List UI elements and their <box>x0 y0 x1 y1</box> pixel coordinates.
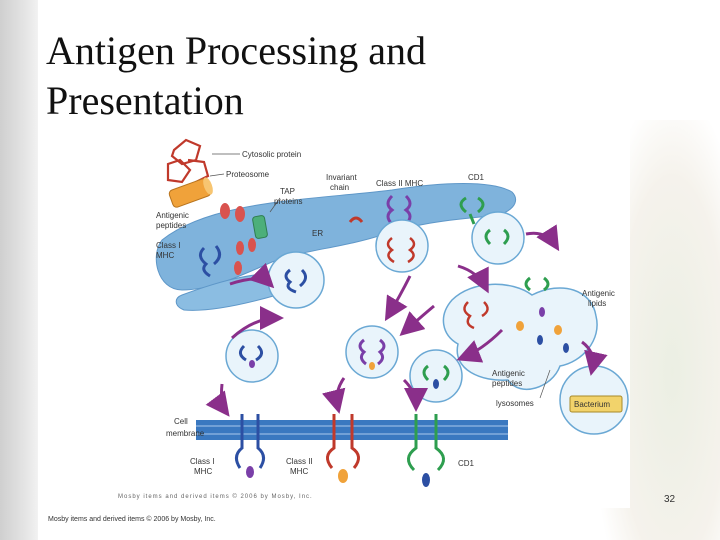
slide-footer: Mosby items and derived items © 2006 by … <box>48 516 216 523</box>
class1-mhc-vesicle <box>284 268 307 294</box>
cd1-vesicle <box>484 228 510 246</box>
class1-mhc-vesicle-2 <box>239 344 263 362</box>
lysosomes-label: lysosomes <box>496 399 534 408</box>
cytosolic-protein-icon <box>166 138 210 184</box>
invariant-chain-icon <box>348 216 364 223</box>
page-number: 32 <box>664 494 676 505</box>
cell-membrane-label-2: membrane <box>166 429 205 438</box>
endosome-cd1 <box>524 276 550 292</box>
er-label: ER <box>312 229 323 238</box>
class1-mhc-left-label-2: MHC <box>156 251 174 260</box>
class1-mhc-left-label-1: Class I <box>156 241 180 250</box>
antigenic-peptides-left-label-1: Antigenic <box>156 211 189 220</box>
antigenic-lipids-label-2: lipids <box>588 299 606 308</box>
antigenic-lipids-icon <box>516 307 569 353</box>
proteosome-label: Proteosome <box>226 170 270 179</box>
class2-mhc-top-label: Class II MHC <box>376 179 423 188</box>
class1-mhc-bottom-label-2: MHC <box>194 467 212 476</box>
invariant-chain-label-1: Invariant <box>326 173 357 182</box>
er-peptides-icon <box>234 238 256 275</box>
proteosome-icon <box>168 177 213 208</box>
cell-membrane-label-1: Cell <box>174 417 188 426</box>
process-arrows <box>205 224 608 417</box>
class2-mhc-molecule-top <box>386 194 412 226</box>
slide-title: Antigen Processing and Presentation <box>46 28 426 123</box>
bacterium-label: Bacterium <box>574 400 610 409</box>
class1-mhc-molecule-er <box>199 245 221 278</box>
tap-label-1: TAP <box>280 187 295 196</box>
cd1-molecule-top <box>459 196 485 225</box>
endosome-class2 <box>463 301 489 330</box>
antigenic-peptides-right-label-2: peptides <box>492 379 522 388</box>
cd1-vesicle-2 <box>422 364 450 382</box>
cytosolic-protein-label: Cytosolic protein <box>242 150 301 159</box>
class2-mhc-surface <box>326 414 360 469</box>
class1-mhc-bottom-label-1: Class I <box>190 457 214 466</box>
cd1-top-label: CD1 <box>468 173 485 182</box>
class2-mhc-vesicle <box>386 237 416 264</box>
class2-mhc-bottom-label-1: Class II <box>286 457 313 466</box>
tap-protein-icon <box>252 215 268 239</box>
class2-mhc-vesicle-2 <box>358 338 386 366</box>
figure-credit: Mosby items and derived items © 2006 by … <box>118 494 313 500</box>
antigen-processing-diagram: ER Cytosolic protein Proteosome Antigeni… <box>112 130 630 508</box>
antigenic-lipids-label-1: Antigenic <box>582 289 615 298</box>
slide-side-bar <box>0 0 38 540</box>
cd1-surface <box>407 414 445 472</box>
antigenic-peptides-right-label-1: Antigenic <box>492 369 525 378</box>
cd1-bottom-label: CD1 <box>458 459 475 468</box>
vesicles <box>225 211 629 435</box>
class1-mhc-surface <box>235 414 265 469</box>
invariant-chain-label-2: chain <box>330 183 349 192</box>
class2-mhc-bottom-label-2: MHC <box>290 467 308 476</box>
antigenic-peptides-icon <box>220 203 245 222</box>
antigenic-peptides-left-label-2: peptides <box>156 221 186 230</box>
tap-label-2: proteins <box>274 197 302 206</box>
bacterium-box <box>569 395 623 413</box>
